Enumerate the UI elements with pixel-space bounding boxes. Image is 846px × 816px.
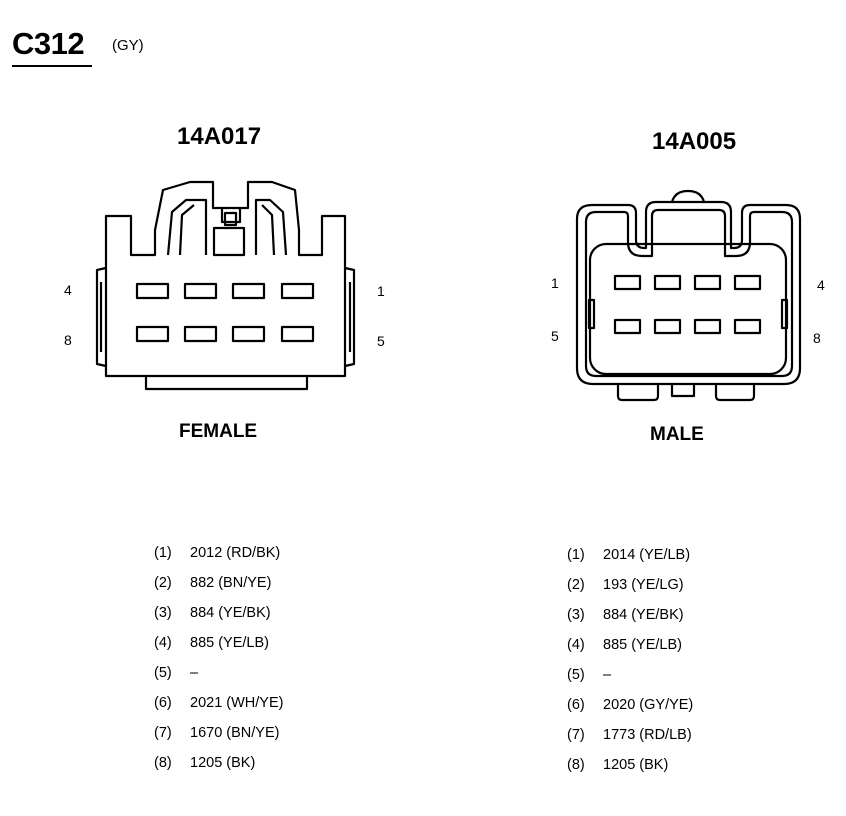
female-pin-row: (6) 2021 (WH/YE) [154, 695, 283, 725]
pin-circuit: 1670 (BN/YE) [190, 725, 280, 741]
pin-number: (5) [154, 665, 172, 681]
female-pin-cavities [135, 282, 315, 343]
pin-cavity [280, 325, 315, 343]
female-part-number: 14A017 [177, 123, 262, 150]
pin-cavity [653, 318, 682, 335]
pin-circuit: 1205 (BK) [190, 755, 256, 771]
male-pin-row: (4) 885 (YE/LB) [567, 637, 693, 667]
female-pin-row: (8) 1205 (BK) [154, 755, 283, 785]
pin-circuit: 2012 (RD/BK) [190, 545, 281, 561]
connector-color-code: (GY) [112, 37, 144, 54]
pin-number: (7) [567, 727, 585, 743]
pin-cavity [183, 282, 218, 300]
pin-circuit: 2021 (WH/YE) [190, 695, 284, 711]
pin-circuit: 885 (YE/LB) [190, 635, 269, 651]
male-pin-row: (3) 884 (YE/BK) [567, 607, 693, 637]
connector-id-underline [12, 65, 92, 67]
female-pin-row: (5) – [154, 665, 283, 695]
pin-number: (4) [154, 635, 172, 651]
pin-circuit: 2020 (GY/YE) [603, 697, 694, 713]
male-pin-label-top-left: 1 [551, 275, 559, 291]
male-pin-list: (1) 2014 (YE/LB) (2) 193 (YE/LG) (3) 884 (Y… [567, 547, 693, 787]
female-pin-row: (2) 882 (BN/YE) [154, 575, 283, 605]
pin-number: (3) [567, 607, 585, 623]
female-pin-row: (7) 1670 (BN/YE) [154, 725, 283, 755]
female-pin-label-bottom-right: 5 [377, 333, 385, 349]
pin-number: (6) [154, 695, 172, 711]
pin-circuit: 885 (YE/LB) [603, 637, 682, 653]
pin-number: (1) [567, 547, 585, 563]
pin-circuit: 884 (YE/BK) [603, 607, 684, 623]
female-pin-label-bottom-left: 8 [64, 332, 72, 348]
pin-cavity [653, 274, 682, 291]
female-pin-row: (1) 2012 (RD/BK) [154, 545, 283, 575]
pin-number: (8) [154, 755, 172, 771]
pin-cavity [231, 282, 266, 300]
pin-cavity [280, 282, 315, 300]
pin-cavity [231, 325, 266, 343]
pin-number: (4) [567, 637, 585, 653]
pin-circuit: 1205 (BK) [603, 757, 669, 773]
connector-id: C312 [12, 26, 85, 61]
male-part-number: 14A005 [652, 128, 737, 155]
pin-number: (7) [154, 725, 172, 741]
male-pin-cavities [613, 274, 762, 335]
female-pin-row: (3) 884 (YE/BK) [154, 605, 283, 635]
male-pin-label-bottom-left: 5 [551, 328, 559, 344]
pin-cavity [693, 274, 722, 291]
pin-cavity [693, 318, 722, 335]
pin-number: (5) [567, 667, 585, 683]
pin-circuit: 884 (YE/BK) [190, 605, 271, 621]
male-pin-row: (2) 193 (YE/LG) [567, 577, 693, 607]
female-pin-list: (1) 2012 (RD/BK) (2) 882 (BN/YE) (3) 884 (Y… [154, 545, 283, 785]
female-pin-label-top-right: 1 [377, 283, 385, 299]
pin-number: (3) [154, 605, 172, 621]
male-pin-row: (5) – [567, 667, 693, 697]
pin-circuit: 193 (YE/LG) [603, 577, 684, 593]
male-label: MALE [650, 424, 704, 445]
pin-circuit: – [603, 667, 612, 683]
pin-cavity [613, 318, 642, 335]
pin-cavity [183, 325, 218, 343]
female-pin-label-top-left: 4 [64, 282, 72, 298]
male-pin-row: (1) 2014 (YE/LB) [567, 547, 693, 577]
pin-circuit: 882 (BN/YE) [190, 575, 272, 591]
pin-cavity [733, 318, 762, 335]
male-pin-row: (6) 2020 (GY/YE) [567, 697, 693, 727]
pin-number: (6) [567, 697, 585, 713]
female-connector-drawing [95, 180, 356, 391]
male-pin-row: (7) 1773 (RD/LB) [567, 727, 693, 757]
male-pin-label-bottom-right: 8 [813, 330, 821, 346]
pin-circuit: 2014 (YE/LB) [603, 547, 691, 563]
female-pin-row: (4) 885 (YE/LB) [154, 635, 283, 665]
pin-cavity [135, 282, 170, 300]
pin-circuit: 1773 (RD/LB) [603, 727, 692, 743]
male-pin-label-top-right: 4 [817, 277, 825, 293]
pin-cavity [733, 274, 762, 291]
pin-circuit: – [190, 665, 199, 681]
male-connector-drawing [575, 189, 802, 402]
female-label: FEMALE [179, 421, 258, 442]
pin-cavity [135, 325, 170, 343]
pin-cavity [613, 274, 642, 291]
male-pin-row: (8) 1205 (BK) [567, 757, 693, 787]
pin-number: (2) [567, 577, 585, 593]
pin-number: (1) [154, 545, 172, 561]
pin-number: (2) [154, 575, 172, 591]
pin-number: (8) [567, 757, 585, 773]
